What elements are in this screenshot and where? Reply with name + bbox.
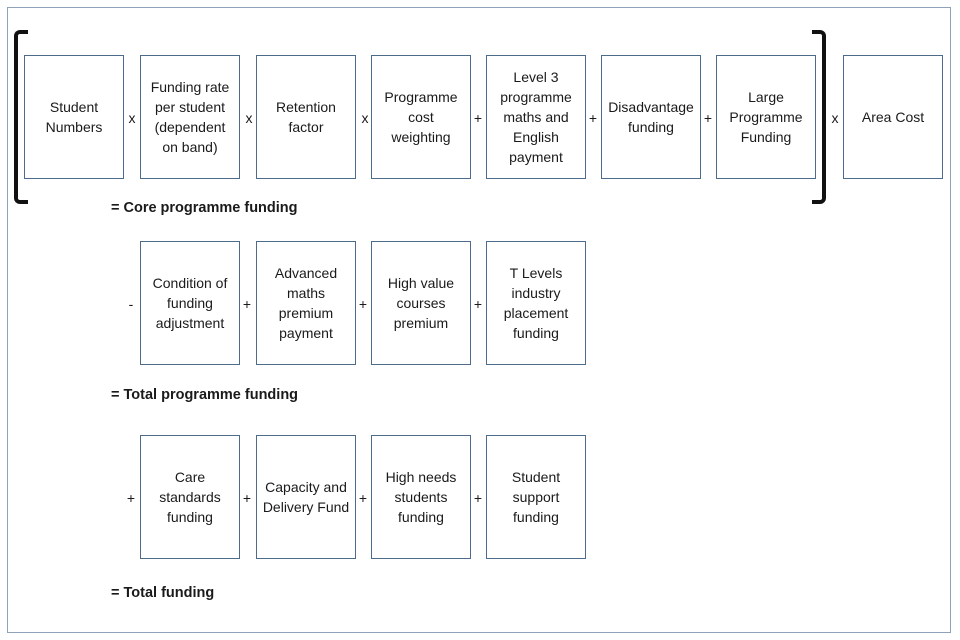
total-funding-result: = Total funding [111,585,215,601]
disadvantage-funding-box: Disadvantage funding [601,55,701,179]
operator: - [128,296,134,312]
programme-cost-weighting-box: Programme cost weighting [371,55,471,179]
operator: + [473,296,483,312]
box-label: Programme cost weighting [384,89,458,145]
box-label: T Levels industry placement funding [503,265,569,341]
box-label: Care standards funding [159,469,221,525]
box-label: Large Programme Funding [729,89,803,145]
area-cost-box: Area Cost [843,55,943,179]
operator: + [242,296,252,312]
operator: x [361,110,369,126]
high-value-courses-box: High value courses premium [371,241,471,365]
operator: + [703,110,713,126]
student-numbers-box: Student Numbers [24,55,124,179]
core-programme-funding-result: = Core programme funding [111,200,298,216]
condition-of-funding-box: Condition of funding adjustment [140,241,240,365]
total-programme-funding-result: = Total programme funding [111,387,299,403]
operator: x [245,110,253,126]
operator: + [126,490,136,506]
box-label: High needs students funding [385,469,457,525]
operator: + [242,490,252,506]
retention-factor-box: Retention factor [256,55,356,179]
operator: + [358,490,368,506]
box-label: Condition of funding adjustment [152,275,228,331]
operator: + [358,296,368,312]
box-label: Funding rate per student (dependent on b… [150,79,230,155]
capacity-delivery-fund-box: Capacity and Delivery Fund [256,435,356,559]
advanced-maths-premium-box: Advanced maths premium payment [256,241,356,365]
left-bracket [14,30,28,204]
box-label: Student support funding [511,469,561,525]
box-label: High value courses premium [387,275,455,331]
box-label: Capacity and Delivery Fund [262,479,350,515]
operator: + [473,110,483,126]
operator: + [473,490,483,506]
operator: x [831,110,839,126]
box-label: Area Cost [861,109,925,125]
right-bracket [812,30,826,204]
care-standards-box: Care standards funding [140,435,240,559]
operator: x [128,110,136,126]
operator: + [588,110,598,126]
diagram-frame [7,7,951,633]
t-levels-placement-box: T Levels industry placement funding [486,241,586,365]
box-label: Advanced maths premium payment [274,265,338,341]
box-label: Disadvantage funding [608,99,694,135]
box-label: Retention factor [276,99,336,135]
box-label: Student Numbers [45,99,103,135]
student-support-box: Student support funding [486,435,586,559]
large-programme-funding-box: Large Programme Funding [716,55,816,179]
funding-rate-box: Funding rate per student (dependent on b… [140,55,240,179]
high-needs-students-box: High needs students funding [371,435,471,559]
level3-maths-english-box: Level 3 programme maths and English paym… [486,55,586,179]
box-label: Level 3 programme maths and English paym… [500,69,572,165]
